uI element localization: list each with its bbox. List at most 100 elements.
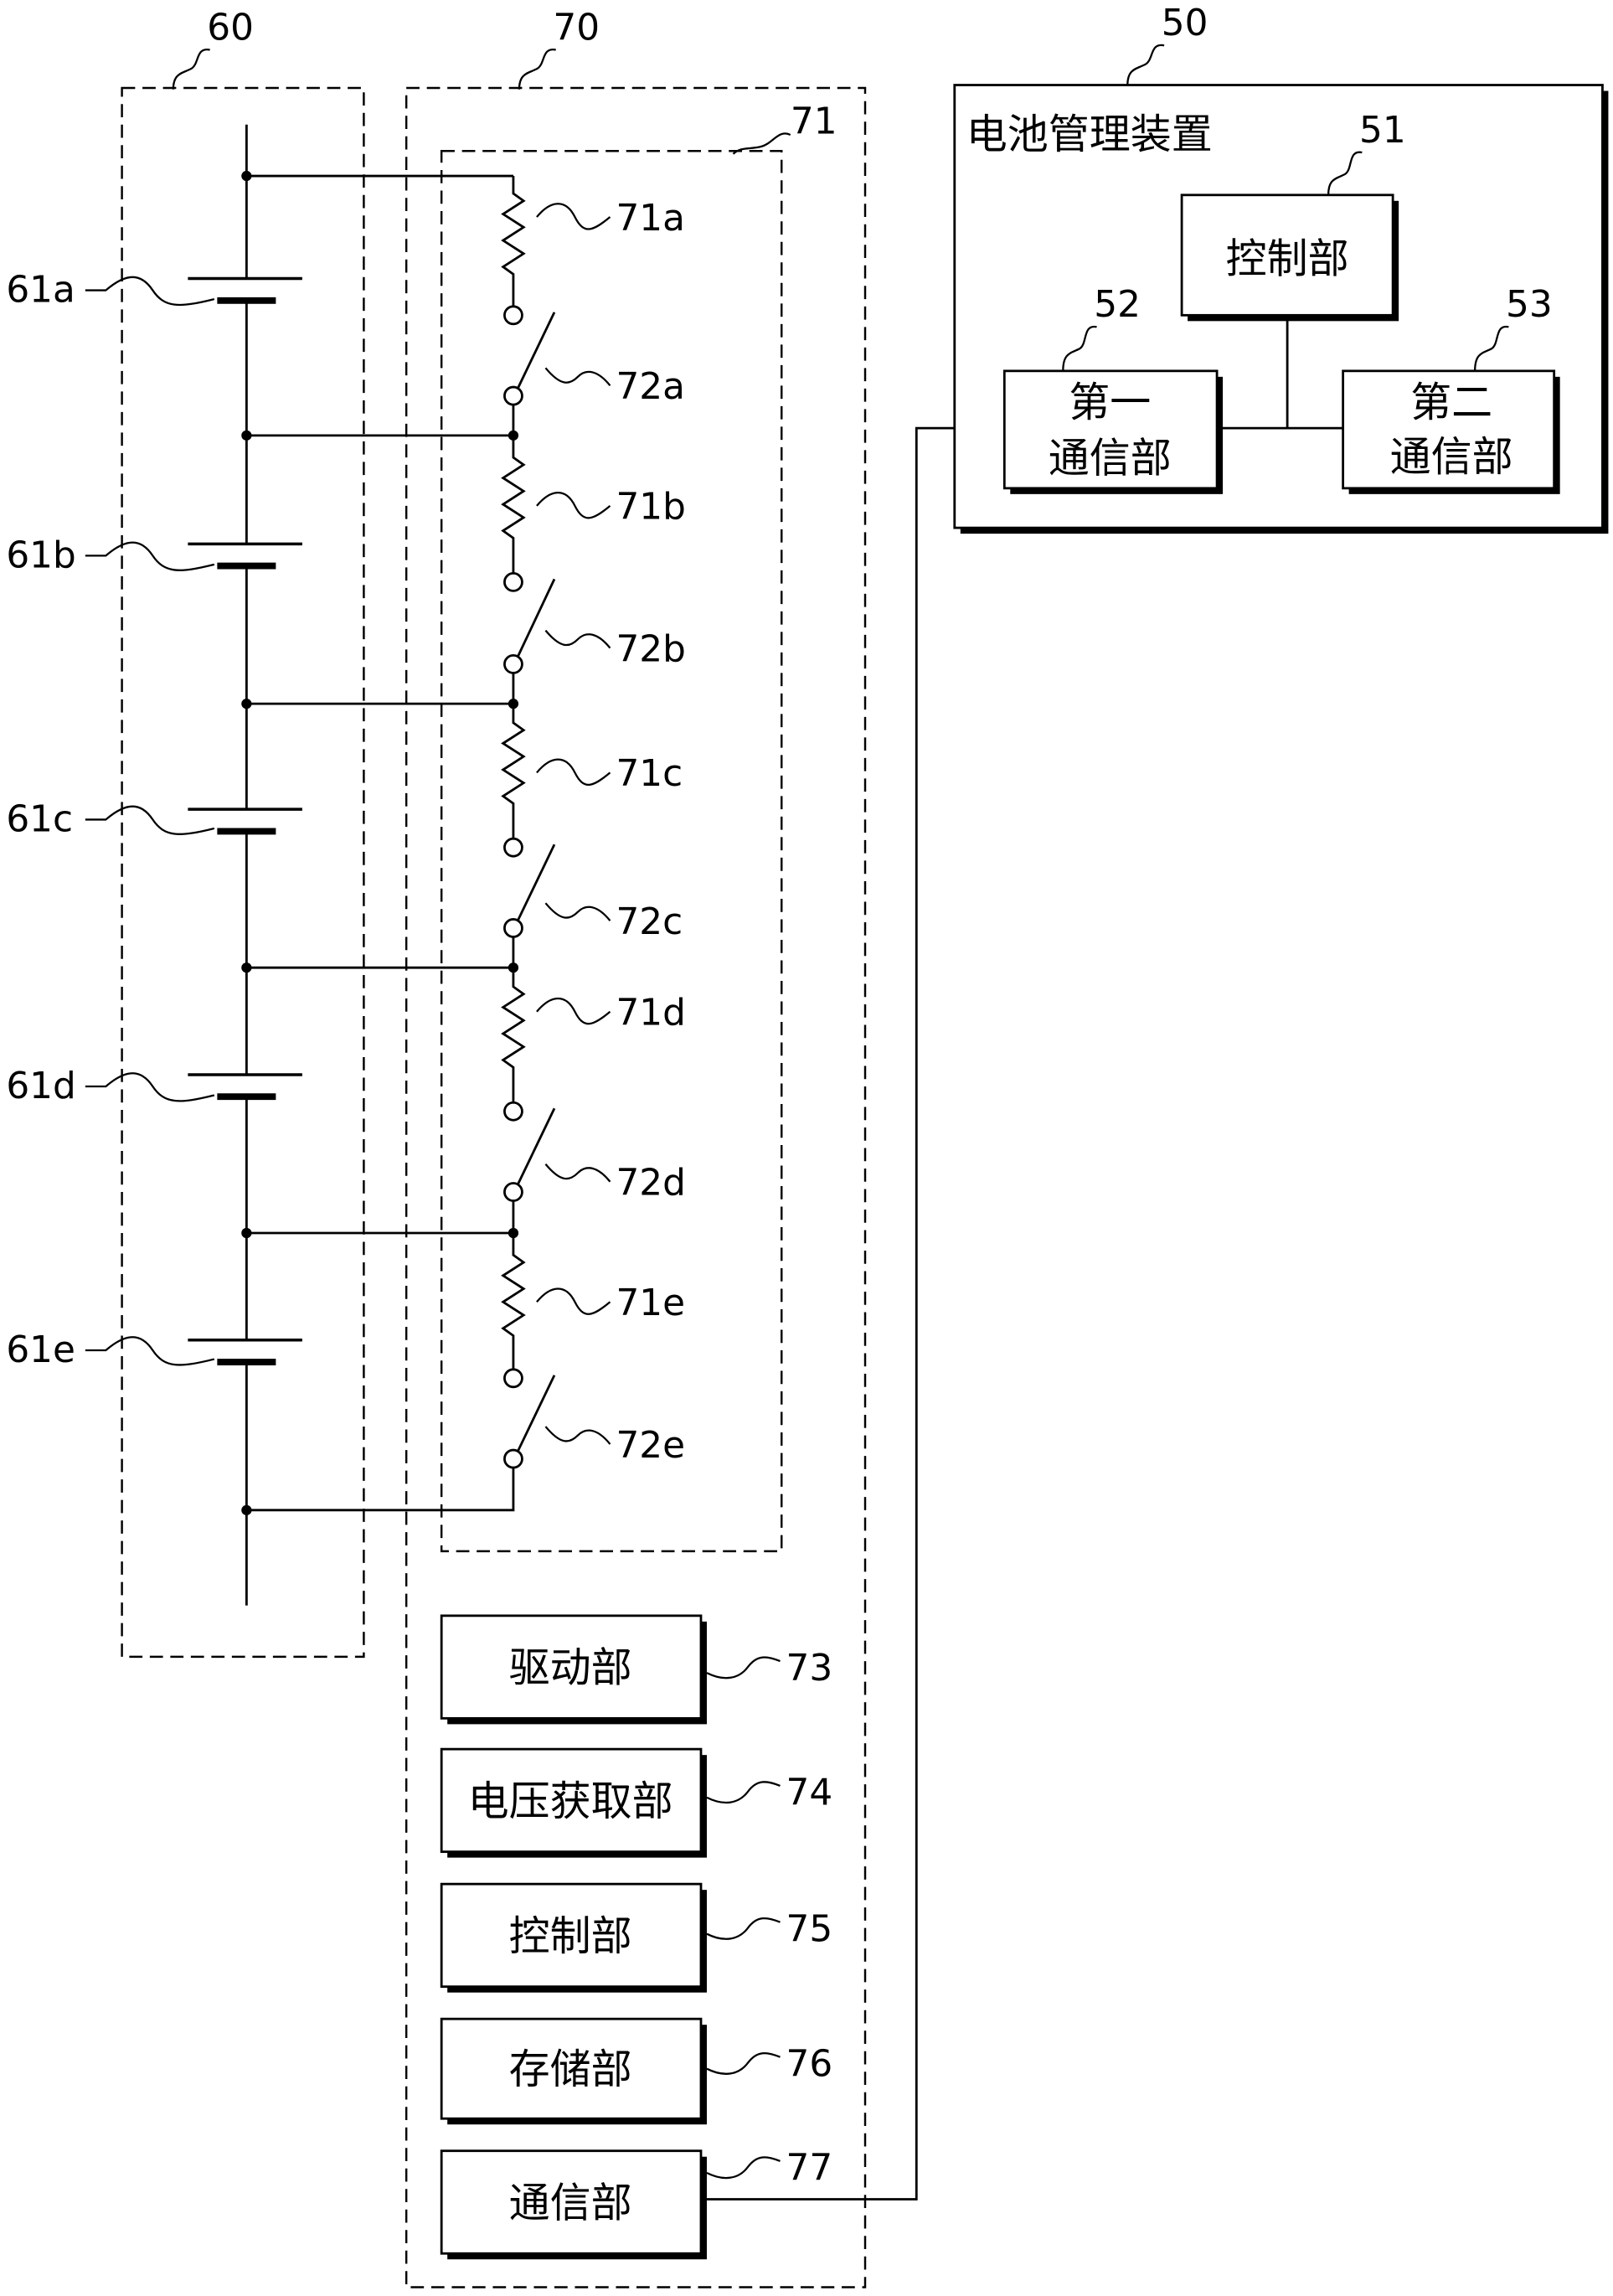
switch-pivot [503, 1182, 523, 1202]
resistor-ref: 71e [616, 1282, 685, 1324]
cell-ref-leader [85, 805, 215, 835]
node-wire [246, 1468, 515, 1512]
first-comm-unit-ref-leader [1062, 326, 1097, 371]
switch-arm [516, 312, 556, 390]
unit-ref-leader [706, 1917, 781, 1940]
unit-box [440, 2149, 703, 2255]
junction-dot [241, 1227, 252, 1239]
unit-storage: 存储部 76 [440, 2017, 832, 2125]
unit-box [440, 1747, 703, 1854]
junction-dot [508, 1227, 519, 1239]
unit-ref: 74 [786, 1772, 832, 1814]
junction-dot [241, 699, 252, 709]
control-unit-ref: 51 [1359, 109, 1406, 152]
discharge-circuit-ref-leader [732, 132, 791, 155]
switch-ref: 72c [616, 900, 683, 943]
switch-arm [516, 844, 556, 921]
resistor-ref-leader [536, 998, 611, 1025]
battery-cell: 61c [6, 797, 302, 840]
resistor-ref: 71c [616, 752, 683, 795]
cell-ref: 61a [6, 269, 75, 312]
resistor-terminal [503, 1368, 523, 1389]
switch-ref-leader [544, 902, 611, 921]
junction-dot [241, 170, 252, 182]
resistor-symbol [501, 176, 526, 307]
unit-label: 存储部 [509, 2046, 632, 2093]
unit-label: 控制部 [509, 1912, 632, 1960]
management-device-ref-leader [1126, 44, 1165, 85]
battery-pack: 60 61a 61b 61c 61d [6, 6, 365, 1659]
internal-bus [1217, 315, 1343, 430]
management-device: 50 电池管理装置 控制部 51 第一 通信部 52 第二 通信部 53 [953, 2, 1609, 534]
first-comm-unit-label-line2: 通信部 [1049, 435, 1172, 482]
communication-link [706, 426, 1005, 2201]
resistor-ref-leader [536, 492, 611, 519]
cell-ref: 61d [6, 1065, 75, 1107]
unit-ref: 76 [786, 2042, 832, 2085]
unit-control: 控制部 75 [440, 1882, 832, 1993]
resistor-ref: 71a [616, 197, 684, 240]
resistor-ref-leader [536, 758, 611, 786]
unit-voltage-acquisition: 电压获取部 74 [440, 1747, 832, 1858]
first-comm-unit-ref: 52 [1094, 283, 1141, 326]
switch-ref-leader [544, 629, 611, 649]
junction-dot [508, 699, 519, 709]
second-comm-unit-box [1342, 369, 1556, 490]
switch-pivot [503, 653, 523, 674]
balancing-device-ref: 70 [553, 6, 600, 49]
battery-cell: 61b [6, 534, 302, 576]
resistor-symbol [501, 967, 526, 1103]
unit-box [440, 2017, 703, 2120]
unit-ref: 77 [786, 2147, 832, 2190]
battery-pack-boundary [121, 86, 365, 1659]
first-comm-unit-box [1002, 369, 1219, 490]
unit-label: 电压获取部 [468, 1777, 673, 1825]
battery-pack-ref-leader [172, 49, 210, 90]
control-unit-ref-leader [1327, 151, 1363, 195]
discharge-circuit-boundary [440, 150, 783, 1553]
cell-ref-leader [85, 276, 215, 307]
unit-ref-leader [706, 2052, 781, 2075]
junction-dot [241, 1504, 252, 1515]
unit-ref-leader [706, 1781, 781, 1804]
unit-box [440, 1882, 703, 1989]
switch-ref-leader [544, 367, 611, 387]
second-comm-unit-ref-leader [1474, 326, 1509, 371]
cell-ref-leader [85, 541, 215, 571]
second-comm-unit: 第二 通信部 53 [1342, 283, 1560, 494]
balancing-device-ref-leader [518, 49, 556, 90]
unit-ref: 73 [786, 1647, 832, 1690]
unit-ref: 75 [786, 1907, 832, 1950]
control-unit-label: 控制部 [1226, 235, 1349, 283]
cell-ref-leader [85, 1336, 215, 1366]
switch-ref-leader [544, 1163, 611, 1183]
battery-pack-ref: 60 [207, 6, 254, 49]
second-comm-unit-label-line1: 第二 [1410, 379, 1492, 426]
management-device-ref: 50 [1162, 2, 1208, 44]
resistor-ref-leader [536, 1287, 611, 1315]
resistor-symbol [501, 704, 526, 839]
first-comm-unit: 第一 通信部 52 [1002, 283, 1224, 494]
cell-ref: 61e [6, 1329, 75, 1371]
discharge-circuit: 71 71a 72a 71b [241, 100, 837, 1553]
first-comm-unit-label-line1: 第一 [1069, 379, 1151, 426]
unit-drive: 驱动部 73 [440, 1614, 832, 1725]
switch-pivot [503, 918, 523, 938]
balancing-device-boundary [405, 86, 867, 2288]
switch-ref: 72e [616, 1424, 685, 1467]
battery-cell: 61d [6, 1065, 302, 1107]
resistor-symbol [501, 435, 526, 574]
resistor-ref: 71d [616, 991, 685, 1034]
resistor-symbol [501, 1233, 526, 1370]
junction-dot [241, 962, 252, 973]
management-device-title: 电池管理装置 [966, 111, 1213, 158]
balancing-device: 70 71 71a 72a [241, 6, 1005, 2288]
switch-ref: 72d [616, 1162, 685, 1205]
junction-dot [508, 430, 519, 441]
resistor-ref: 71b [616, 486, 685, 529]
switch-pivot [503, 385, 523, 406]
resistor-ref-leader [536, 203, 611, 230]
unit-label: 驱动部 [509, 1644, 632, 1692]
switch-ref-leader [544, 1426, 611, 1445]
control-unit: 控制部 51 [1180, 109, 1406, 322]
